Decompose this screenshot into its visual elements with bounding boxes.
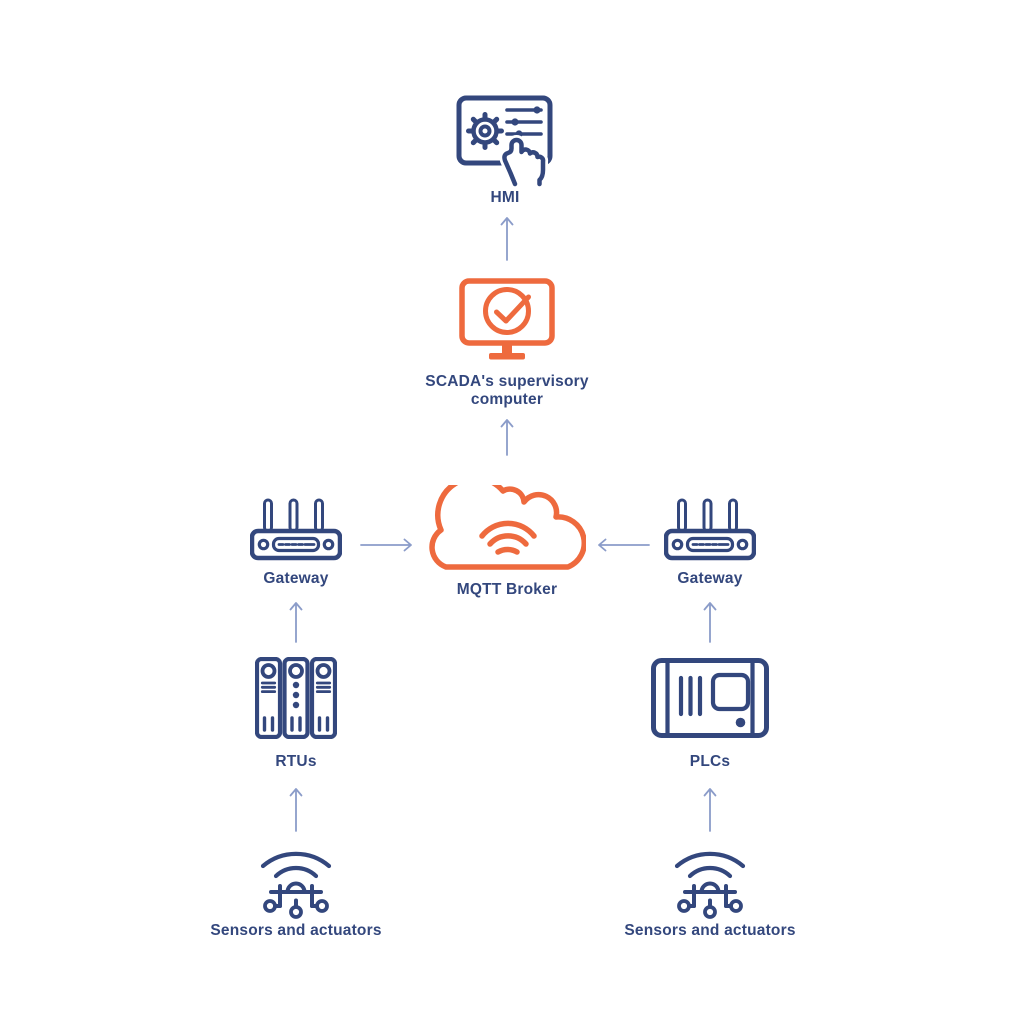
sensor-wifi-icon xyxy=(260,851,332,919)
node-mqtt-broker: MQTT Broker xyxy=(397,485,617,599)
router-icon xyxy=(250,498,342,561)
arrow-sensors-left-to-rtus xyxy=(289,788,303,832)
node-gateway-right: Gateway xyxy=(600,498,820,588)
server-racks-icon xyxy=(255,657,337,739)
arrow-broker-to-scada xyxy=(500,419,514,456)
monitor-check-icon xyxy=(459,278,555,360)
arrow-rtus-to-gateway-left xyxy=(289,602,303,643)
node-plcs: PLCs xyxy=(600,658,820,771)
arrow-plcs-to-gateway-right xyxy=(703,602,717,643)
node-scada: SCADA's supervisory computer xyxy=(397,278,617,409)
node-label-hmi: HMI xyxy=(490,189,520,206)
node-sensors-left: Sensors and actuators xyxy=(186,845,406,940)
node-label-sensors-right: Sensors and actuators xyxy=(624,922,796,939)
node-rtus: RTUs xyxy=(186,657,406,771)
node-hmi: HMI xyxy=(395,95,615,207)
arrow-sensors-right-to-plcs xyxy=(703,788,717,832)
sensor-wifi-icon xyxy=(674,851,746,919)
node-gateway-left: Gateway xyxy=(186,498,406,588)
router-icon xyxy=(664,498,756,561)
node-label-gateway-left: Gateway xyxy=(263,570,329,587)
node-sensors-right: Sensors and actuators xyxy=(600,845,820,940)
arrow-scada-to-hmi xyxy=(500,217,514,261)
node-label-mqtt-broker: MQTT Broker xyxy=(456,581,558,598)
cloud-wifi-icon xyxy=(429,485,586,570)
node-label-scada: SCADA's supervisory computer xyxy=(425,373,589,408)
plc-device-icon xyxy=(651,658,769,738)
node-label-sensors-left: Sensors and actuators xyxy=(210,922,382,939)
node-label-gateway-right: Gateway xyxy=(677,570,743,587)
hmi-touch-panel-icon xyxy=(456,95,553,187)
node-label-plcs: PLCs xyxy=(689,753,731,770)
node-label-rtus: RTUs xyxy=(275,753,317,770)
